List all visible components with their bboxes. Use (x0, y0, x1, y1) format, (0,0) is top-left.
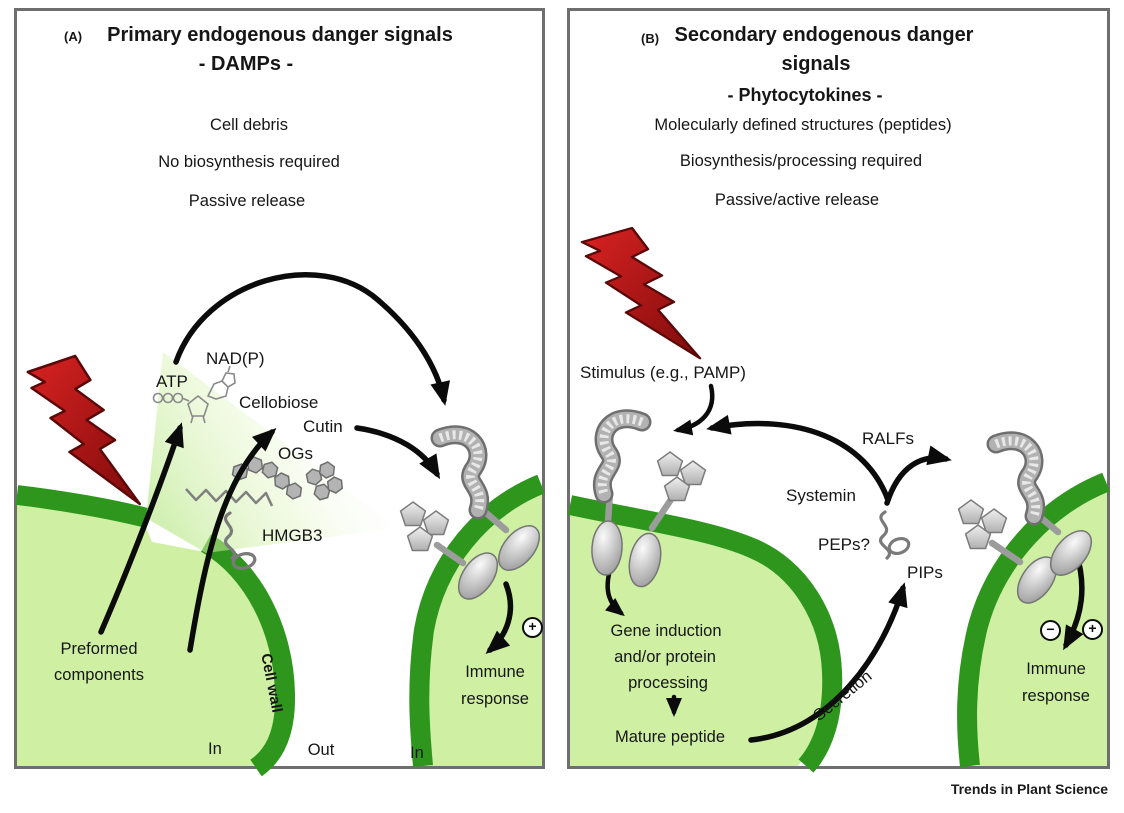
preformed-label-line2: components (54, 666, 144, 684)
panel-a-bullet-3: Passive release (188, 192, 306, 210)
journal-watermark: Trends in Plant Science (950, 781, 1108, 797)
panel-b-bullet-3: Passive/active release (714, 191, 880, 209)
panel-b-title-line3: - Phytocytokines - (727, 85, 883, 105)
nadp-label: NAD(P) (206, 349, 265, 368)
panel-a-bullet-2: No biosynthesis required (158, 153, 340, 171)
stimulus-label: Stimulus (e.g., PAMP) (580, 363, 746, 382)
plus-activation-icon-a: + (522, 617, 543, 638)
immune-response-a-line2: response (461, 690, 529, 708)
hmgb3-label: HMGB3 (262, 526, 323, 545)
panel-a-tag: (A) (64, 29, 83, 44)
immune-response-a-line1: Immune (465, 663, 525, 681)
preformed-label-line1: Preformed (60, 640, 138, 658)
cellobiose-label: Cellobiose (239, 393, 319, 412)
ogs-label: OGs (278, 444, 313, 463)
immune-response-b-line2: response (1022, 687, 1090, 705)
panel-a-title-line1: Primary endogenous danger signals (107, 24, 453, 46)
peps-label: PEPs? (818, 535, 870, 554)
panel-a-bullet-1: Cell debris (210, 116, 288, 134)
panel-b-bullet-1: Molecularly defined structures (peptides… (654, 116, 952, 134)
panel-b-title-line1: Secondary endogenous danger (674, 24, 974, 46)
panel-b-tag: (B) (641, 31, 660, 46)
systemin-label: Systemin (786, 486, 856, 505)
panel-a-title-line2: - DAMPs - (198, 53, 294, 75)
mature-peptide-label: Mature peptide (614, 728, 726, 746)
gene-induction-line1: Gene induction (610, 622, 722, 640)
immune-response-b-line1: Immune (1026, 660, 1086, 678)
plus-activation-icon-b: + (1082, 619, 1103, 640)
ralfs-label: RALFs (862, 429, 914, 448)
out-label: Out (307, 741, 335, 759)
minus-inhibition-icon-b: − (1040, 620, 1061, 641)
pips-label: PIPs (907, 563, 943, 582)
panel-b-bullet-2: Biosynthesis/processing required (679, 152, 923, 170)
panel-b-title-line2: signals (781, 53, 851, 75)
gene-induction-line3: processing (628, 674, 708, 692)
in-label-left: In (208, 740, 222, 758)
atp-label: ATP (156, 372, 188, 391)
gene-induction-line2: and/or protein (614, 648, 716, 666)
in-label-right: In (410, 744, 424, 762)
cutin-label: Cutin (303, 417, 343, 436)
